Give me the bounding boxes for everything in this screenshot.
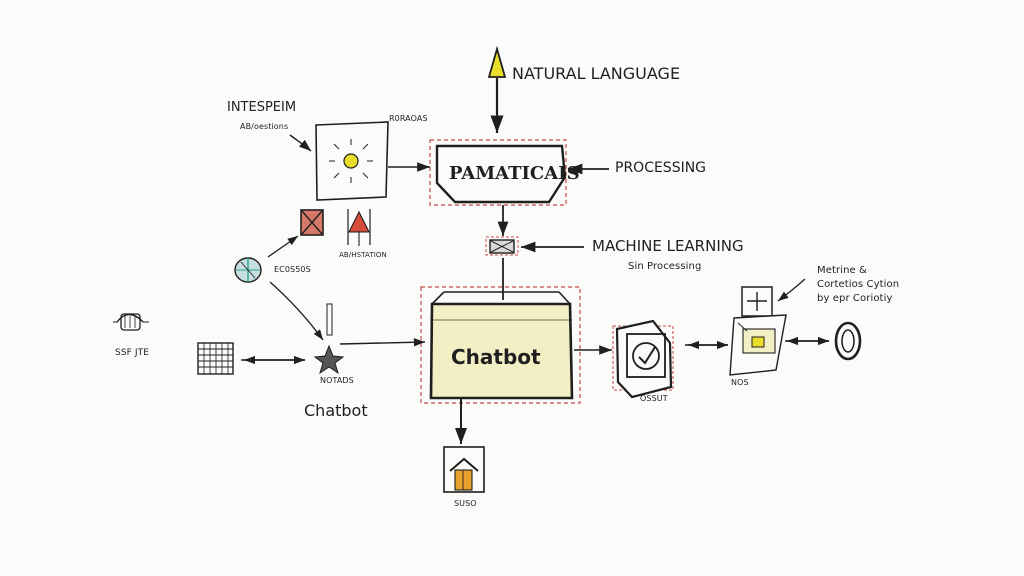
check-monitor-icon	[612, 319, 674, 399]
top-node-title: PAMATICAIS	[449, 163, 580, 184]
bottom-small-label: SUSO	[454, 499, 477, 508]
panel-small-label: NOS	[731, 378, 749, 387]
top-node-box	[435, 144, 567, 204]
top-node-dashed-frame	[429, 139, 567, 206]
headset-icon	[113, 313, 149, 331]
x-box-icon	[300, 209, 324, 236]
star-small-label: NOTADS	[320, 376, 354, 385]
ring-icon	[834, 321, 862, 361]
machine-learning-label: MACHINE LEARNING	[592, 237, 744, 255]
keyboard-icon	[197, 342, 234, 375]
lightbulb-panel	[315, 121, 389, 201]
sensor-to-star-curve	[269, 281, 324, 341]
left-icon-small-label: SSF JTE	[115, 348, 150, 358]
integration-subtitle: AB/oestions	[240, 122, 289, 131]
top-node	[429, 139, 567, 206]
sensor-icon	[234, 257, 262, 283]
processing-label: PROCESSING	[615, 160, 707, 176]
lightbulb-icon	[329, 139, 373, 183]
integration-curve-arrow	[289, 134, 312, 152]
integration-title: INTESPEIM	[227, 100, 297, 115]
machine-learning-node	[485, 236, 519, 256]
right-note-line-3: by epr Coriotiy	[817, 293, 893, 304]
machine-learning-sublabel: Sin Processing	[628, 261, 702, 272]
star-icon	[313, 303, 345, 375]
star-to-chatbot-arrow	[339, 338, 426, 347]
right-note-line-2: Cortetios Cytion	[817, 279, 900, 290]
chatbot-free-label: Chatbot	[304, 401, 368, 420]
tablet-icon	[729, 314, 787, 376]
sensor-small-label: EC0S50S	[274, 265, 311, 274]
right-note-arrow	[777, 278, 806, 302]
plus-box-icon	[741, 286, 773, 323]
right-note-line-1: Metrine &	[817, 265, 867, 276]
warning-icon	[347, 209, 371, 246]
chatbot-node-box	[429, 302, 574, 400]
warning-icon-small-label: AB/HSTATION	[339, 251, 387, 259]
top-arrow-group	[487, 45, 507, 133]
triangle-icon	[487, 45, 507, 78]
chatbot-node-title: Chatbot	[451, 345, 541, 369]
device-small-label: OSSUT	[640, 394, 668, 403]
top-right-small-label: R0RAOAS	[389, 114, 428, 123]
home-icon	[443, 446, 485, 493]
sensor-to-xbox-arrow	[267, 235, 299, 258]
natural-language-label: NATURAL LANGUAGE	[512, 64, 681, 83]
